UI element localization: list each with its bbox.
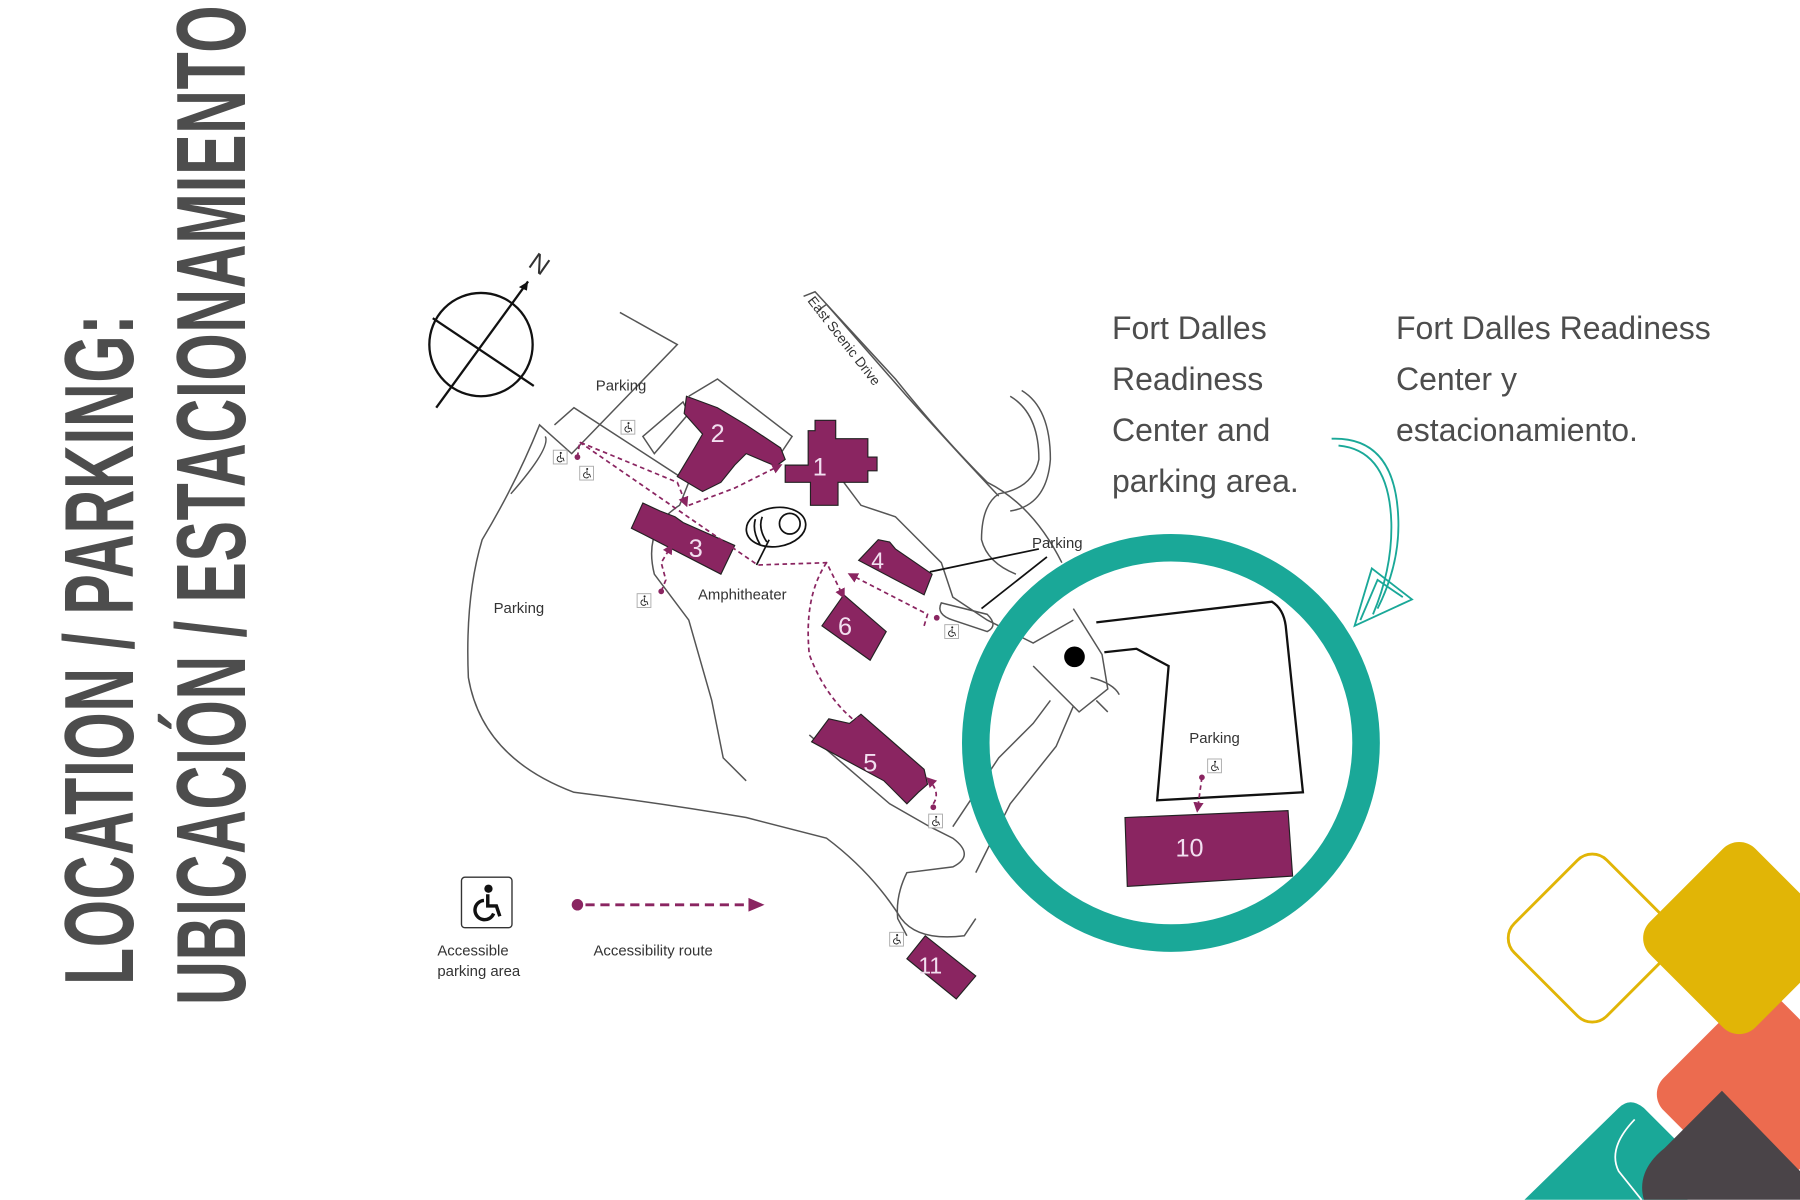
parking-label-west: Parking (494, 600, 545, 617)
legend-accessibility-route: Accessibility route (571, 897, 765, 959)
legend-accessible-label-1: Accessible (437, 942, 508, 959)
map-labels: Parking Parking Parking Parking Amphithe… (494, 294, 1240, 747)
highlight-ring (961, 533, 1380, 952)
leader-lines (755, 539, 1048, 610)
building-10 (1124, 810, 1294, 888)
callout-arrow-icon (1331, 437, 1414, 628)
buildings (630, 395, 1294, 1000)
wheelchair-icon (928, 813, 944, 829)
building-3 (630, 502, 736, 575)
building-4 (857, 539, 933, 596)
wheelchair-icon (579, 465, 595, 481)
building-1 (784, 419, 878, 506)
outline-diamond (1506, 852, 1678, 1024)
decorative-shapes (1506, 842, 1800, 1200)
road-label: East Scenic Drive (805, 294, 884, 389)
north-label: N (524, 248, 555, 281)
wheelchair-icon (620, 419, 636, 435)
accessibility-routes (576, 440, 1204, 813)
route-start-dots (574, 454, 1205, 811)
yellow-diamond (1643, 842, 1800, 1035)
wheelchair-icon (552, 449, 568, 465)
building-4-label: 4 (871, 547, 884, 573)
building-10-label: 10 (1176, 835, 1204, 863)
compass: N (428, 248, 555, 409)
building-5-label: 5 (863, 750, 877, 778)
building-3-label: 3 (689, 535, 703, 563)
callout-text-english: Fort Dalles Readiness Center and parking… (1112, 310, 1299, 499)
parking-label-north: Parking (596, 377, 647, 394)
dark-triangle (1642, 1090, 1800, 1200)
wheelchair-icon (473, 884, 502, 922)
building-2 (676, 395, 786, 493)
site-outlines (467, 290, 1120, 938)
arrow-icon (748, 897, 765, 912)
wheelchair-icon (889, 931, 905, 947)
building-6 (821, 593, 887, 662)
wheelchair-icon (944, 624, 960, 640)
legend-accessible-label-2: parking area (437, 963, 521, 980)
readiness-parking-lot (1096, 600, 1305, 802)
parking-label-east: Parking (1032, 535, 1083, 552)
accessible-parking-markers (552, 419, 1223, 947)
callout-text-spanish: Fort Dalles Readiness Center y estaciona… (1396, 310, 1711, 448)
entrance-marker (1064, 646, 1085, 668)
parking-label-readiness: Parking (1189, 730, 1240, 747)
legend: Accessible parking area Accessibility ro… (437, 876, 765, 980)
legend-accessible-parking: Accessible parking area (437, 876, 521, 980)
building-6-label: 6 (838, 613, 852, 641)
building-numbers: 1 2 3 4 5 6 10 11 (689, 420, 1204, 979)
legend-route-label: Accessibility route (593, 942, 712, 959)
amphitheater-label: Amphitheater (698, 586, 787, 603)
building-2-label: 2 (711, 420, 725, 448)
building-1-label: 1 (813, 453, 827, 481)
wheelchair-icon (636, 593, 652, 609)
amphitheater (745, 506, 807, 548)
building-11-label: 11 (918, 953, 942, 979)
wheelchair-icon (1207, 758, 1223, 774)
north-arrow-icon (518, 281, 529, 291)
building-11 (906, 934, 977, 1000)
